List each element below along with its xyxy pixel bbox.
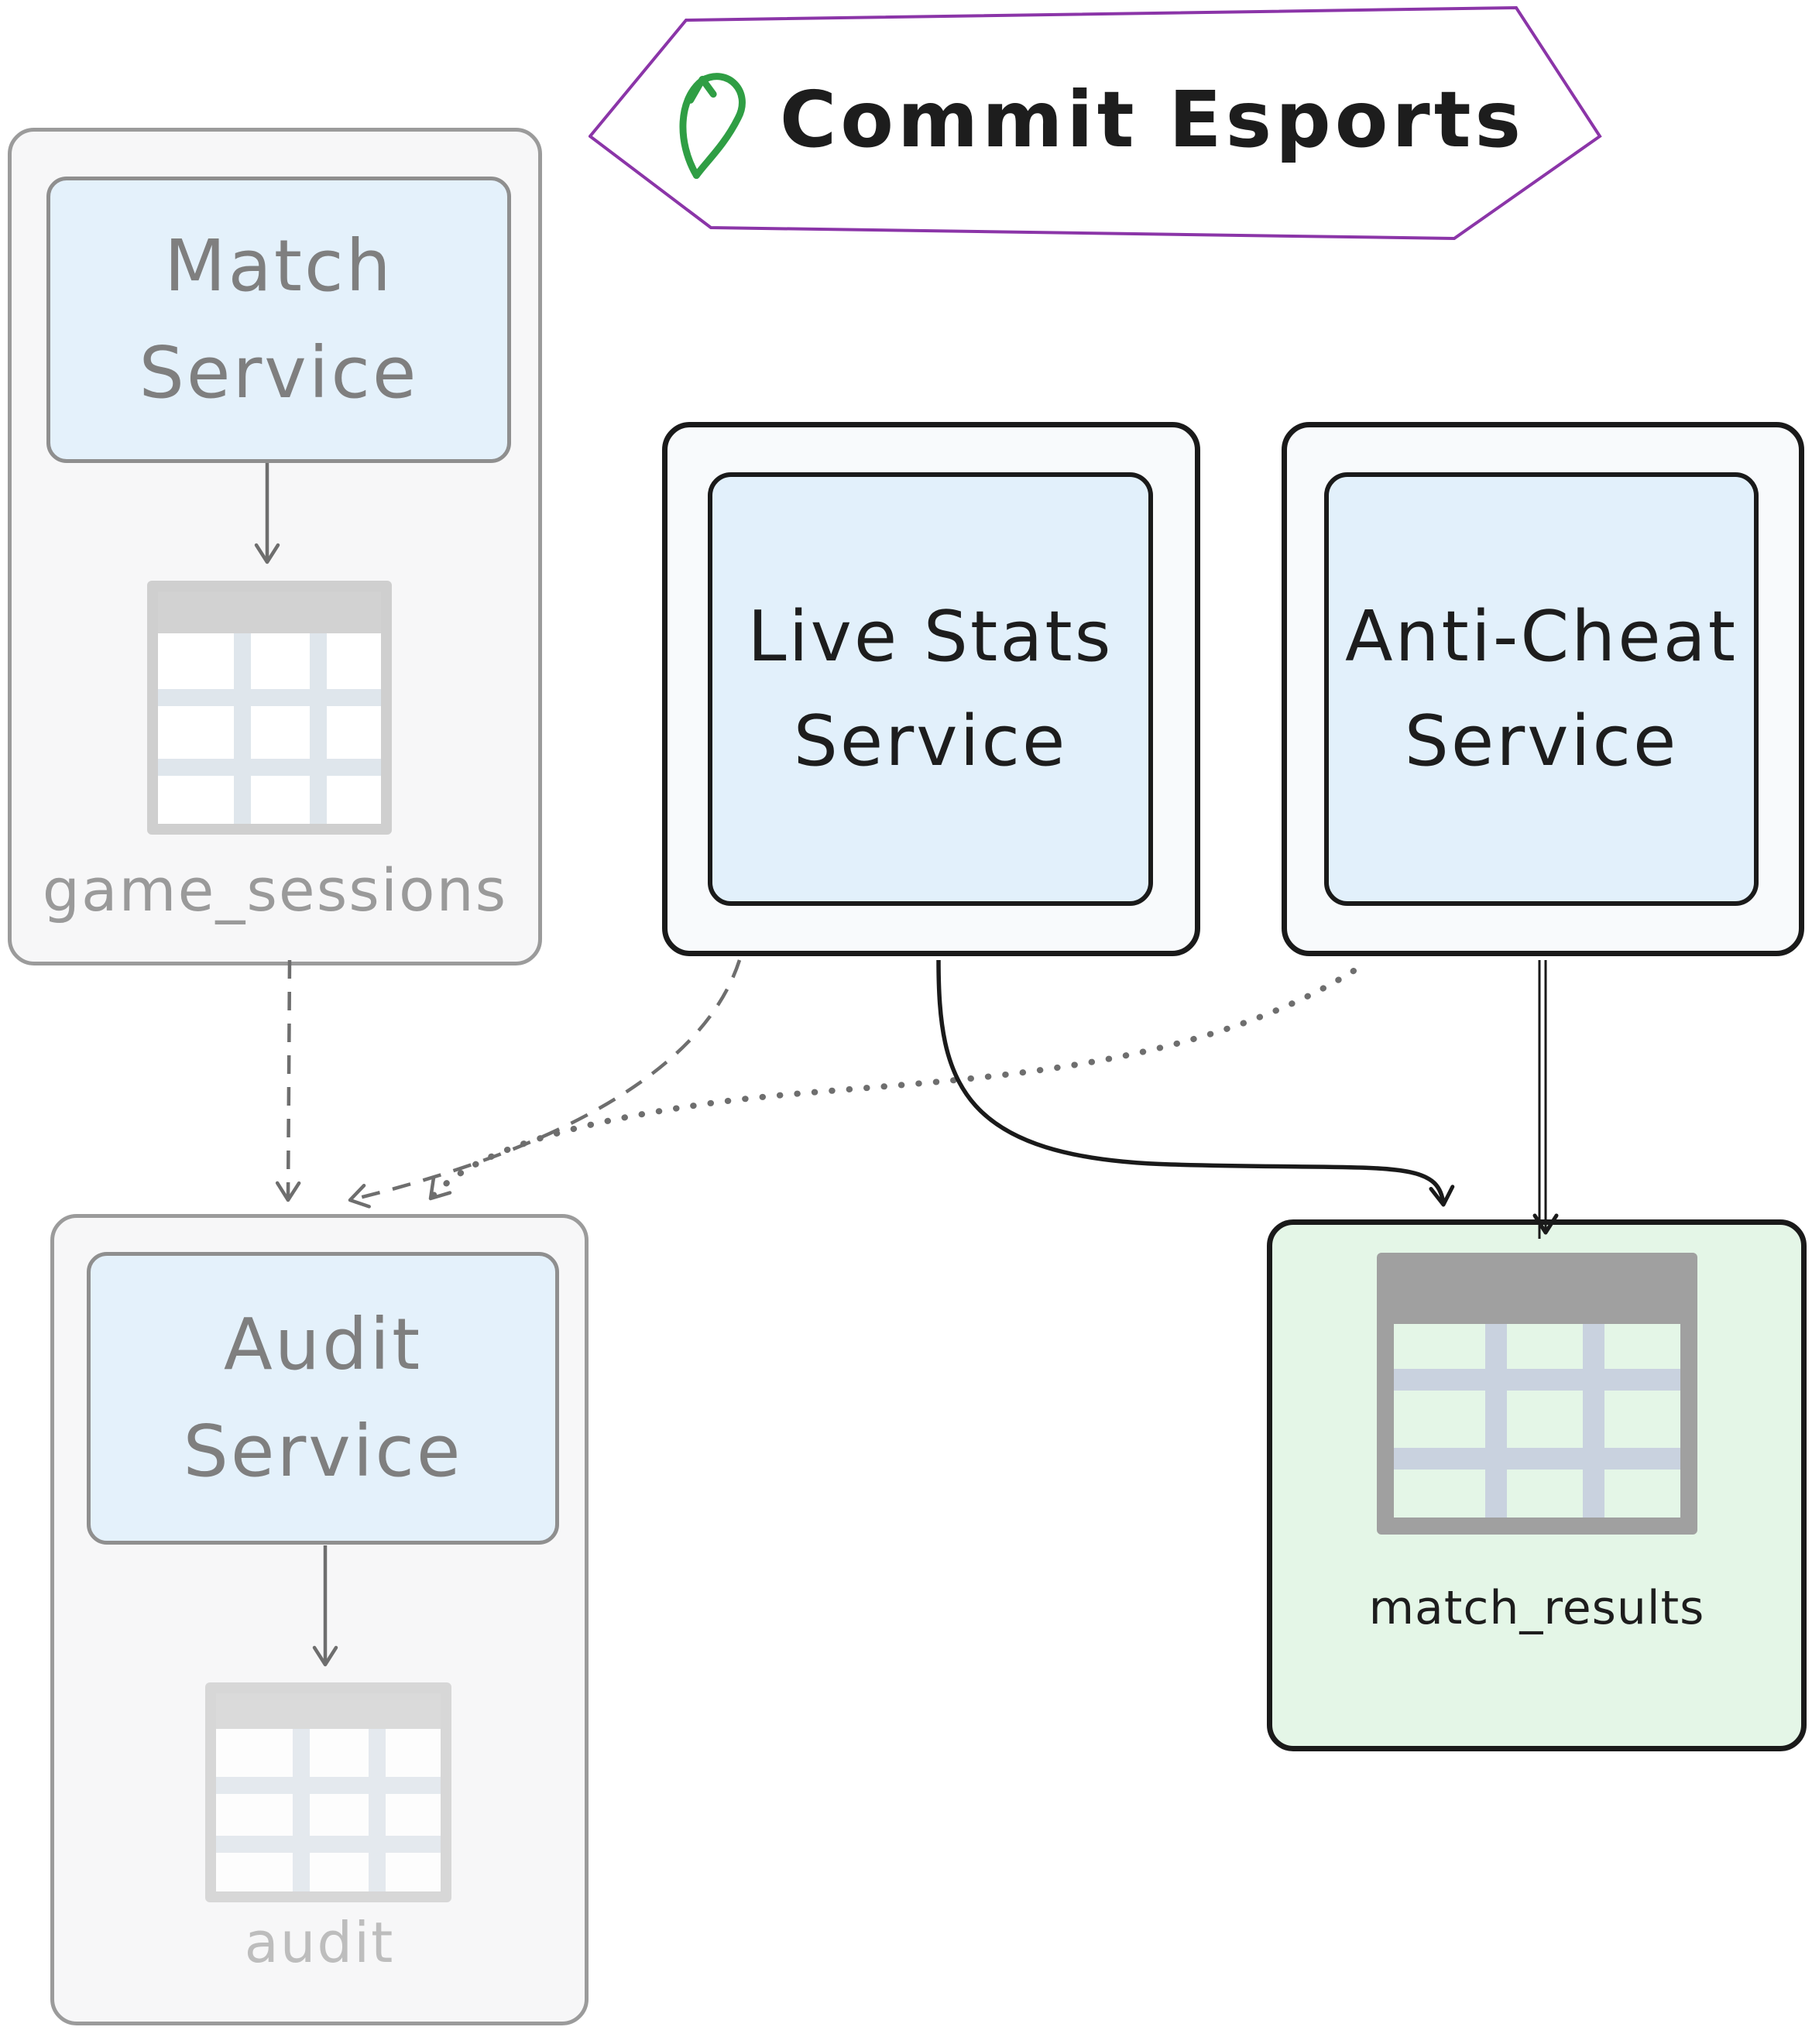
- table-icon-header: [1394, 1270, 1680, 1325]
- loop-arrow-icon: [679, 73, 746, 180]
- table-grid-line: [158, 689, 381, 706]
- audit-service-label-line1: Audit: [223, 1303, 423, 1386]
- live-stats-label-line2: Service: [793, 701, 1068, 782]
- match-service-label-line1: Match: [164, 225, 393, 307]
- edge-game-sessions-to-audit: [275, 959, 301, 1202]
- game-sessions-label: game_sessions: [42, 856, 508, 924]
- table-icon-header: [216, 1693, 441, 1730]
- table-grid-line: [1485, 1324, 1508, 1518]
- table-grid-line: [1583, 1324, 1605, 1518]
- table-icon-match-results: [1377, 1253, 1697, 1535]
- audit-service-node: Audit Service: [87, 1252, 559, 1545]
- banner: Commit Esports: [589, 6, 1603, 242]
- match-service-group: Match Service game_sessions: [8, 128, 542, 965]
- anti-cheat-label-line2: Service: [1404, 701, 1679, 782]
- table-icon-header: [158, 592, 381, 633]
- banner-hexagon: [589, 6, 1602, 241]
- table-grid-line: [216, 1836, 441, 1854]
- audit-service-group: Audit Service audit: [50, 1214, 589, 2025]
- anti-cheat-service-box: Anti-Cheat Service: [1324, 472, 1759, 906]
- table-grid-line: [1394, 1369, 1680, 1391]
- table-grid-line: [309, 633, 327, 824]
- table-grid-line: [158, 759, 381, 776]
- match-results-label: match_results: [1368, 1581, 1705, 1635]
- edge-anti-cheat-to-audit: [427, 968, 1357, 1202]
- live-stats-label-line1: Live Stats: [747, 596, 1114, 677]
- anti-cheat-label-line1: Anti-Cheat: [1344, 596, 1738, 677]
- anti-cheat-service-node: Anti-Cheat Service: [1282, 422, 1804, 956]
- table-grid-line: [1394, 1448, 1680, 1470]
- table-grid-line: [233, 633, 251, 824]
- audit-table-label: audit: [244, 1910, 395, 1975]
- banner-content: Commit Esports: [589, 6, 1603, 242]
- match-results-node: match_results: [1267, 1219, 1807, 1751]
- edge-live-stats-to-audit: [348, 959, 742, 1209]
- table-grid-line: [369, 1729, 386, 1891]
- live-stats-service-box: Live Stats Service: [708, 472, 1153, 906]
- table-grid-line: [292, 1729, 310, 1891]
- match-service-label-line2: Service: [139, 331, 419, 414]
- match-service-node: Match Service: [46, 177, 511, 463]
- audit-service-label-line2: Service: [183, 1410, 463, 1493]
- table-grid-line: [216, 1776, 441, 1794]
- diagram-title: Commit Esports: [779, 74, 1525, 165]
- live-stats-service-node: Live Stats Service: [662, 422, 1200, 956]
- table-icon-game-sessions: [147, 581, 392, 835]
- edge-live-stats-to-match-results: [936, 959, 1455, 1207]
- table-icon-audit: [205, 1682, 451, 1902]
